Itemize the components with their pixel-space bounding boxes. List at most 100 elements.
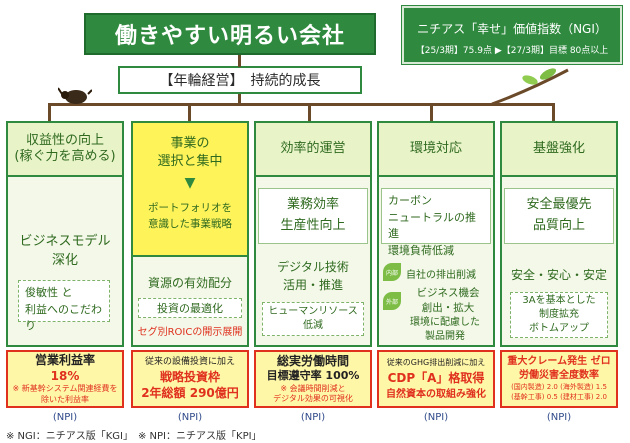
column-1-item: ビジネスモデル 深化	[14, 226, 116, 276]
column-3-header-line1: 効率的運営	[280, 140, 346, 156]
column-3-kpi-line3: ※ 会議時間削減と	[280, 383, 346, 393]
column-2-npi: (NPI)	[131, 410, 249, 424]
column-2-header-line2: 選択と集中	[157, 154, 223, 170]
branch-drop-1	[48, 103, 51, 121]
column-3-kpi-line2: 目標遵守率 100%	[266, 369, 360, 383]
column-3-kpi-line1: 総実労働時間	[276, 353, 349, 368]
branch-leaves-icon	[491, 68, 569, 106]
column-3-npi: (NPI)	[254, 410, 372, 424]
leaf-icon-external: 外部	[383, 292, 401, 310]
column-2-header-line1: 事業の	[170, 136, 210, 151]
column-5-npi-text: (NPI)	[546, 411, 572, 423]
column-2-lower-title: 資源の有効配分	[131, 272, 249, 292]
column-1-header: 収益性の向上 (稼ぐ力を高める)	[6, 121, 124, 177]
column-2-upper: 事業の 選択と集中 ▼ ポートフォリオを 意識した事業戦略	[131, 121, 249, 257]
column-1-npi: (NPI)	[6, 410, 124, 424]
column-2-npi-text: (NPI)	[177, 411, 203, 423]
column-3-dash-line2: 低減	[303, 320, 323, 331]
column-4-inner1: 自社の排出削減	[406, 266, 494, 281]
column-1-header-line2: (稼ぐ力を高める)	[14, 149, 116, 164]
column-2-kpi-line2: 戦略投資枠	[159, 369, 220, 384]
column-3-header: 効率的運営	[254, 121, 372, 177]
ring-management-text: 【年輪経営】 持続的成長	[159, 73, 321, 89]
leaf-icon-internal: 内部	[383, 263, 401, 281]
column-3-upper: 業務効率 生産性向上	[258, 188, 368, 244]
column-2-upper-line2: 意識した事業戦略	[148, 218, 232, 231]
column-2-dash-text: 投資の最適化	[157, 302, 223, 315]
branch-drop-4	[430, 103, 433, 121]
column-5-dash-line2: 制度拡充	[539, 309, 579, 320]
column-1-kpi-line4: 除いた利益率	[41, 394, 89, 404]
column-5-lower-text: 安全・安心・安定	[510, 267, 607, 282]
column-2-red-note: セグ別ROICの開示展開	[131, 322, 249, 338]
column-5-kpi-line3: (国内製造) 2.0 (海外製造) 1.5	[511, 383, 607, 392]
column-1-dash-line1: 俊敏性 と	[25, 286, 73, 299]
trunk-top	[238, 55, 241, 67]
column-1-kpi-line1: 営業利益率	[34, 353, 95, 368]
down-arrow-icon: ▼	[184, 175, 196, 192]
column-4-inner2: ビジネス機会 創出・拡大	[404, 286, 492, 316]
column-3-dash-line1: ヒューマンリソース	[268, 306, 358, 317]
column-5-dash-line3: ボトムアップ	[529, 323, 589, 334]
column-5-dash-box: 3Aを基本とした 制度拡充 ボトムアップ	[510, 292, 608, 338]
branch-horizontal	[48, 103, 553, 106]
column-5-dash-line1: 3Aを基本とした	[522, 295, 596, 306]
column-5-header: 基盤強化	[500, 121, 618, 177]
column-5-upper-line1: 安全最優先	[526, 197, 592, 213]
column-4-upper-line1: カーボン	[388, 194, 432, 207]
tag-internal: 内部	[385, 269, 398, 277]
column-3-npi-text: (NPI)	[300, 411, 326, 423]
column-4-kpi: 従来のGHG排出削減に加え CDP「A」格取得 自然資本の取組み強化	[377, 350, 495, 408]
column-5-lower: 安全・安心・安定	[504, 262, 614, 286]
tag-external: 外部	[385, 298, 398, 306]
column-4-kpi-line2: CDP「A」格取得	[387, 370, 485, 385]
column-5-kpi-line4: (基幹工事) 0.5 (建材工事) 2.0	[511, 393, 607, 401]
footer-note-text: ※ NGI：ニチアス版「KGI」 ※ NPI：ニチアス版「KPI」	[6, 431, 262, 442]
column-3-kpi: 総実労働時間 目標遵守率 100% ※ 会議時間削減と デジタル効果の可視化	[254, 350, 372, 408]
page-title: 働きやすい明るい会社	[84, 13, 376, 55]
column-5-kpi: 重大クレーム発生 ゼロ 労働災害全度数率 (国内製造) 2.0 (海外製造) 1…	[500, 350, 618, 408]
column-1-npi-text: (NPI)	[52, 411, 78, 423]
column-4-kpi-line1: 従来のGHG排出削減に加え	[386, 357, 486, 367]
column-4-upper-line3: 環境負荷低減	[388, 243, 454, 257]
column-4-inner3-line2: 製品開発	[425, 331, 465, 342]
beetle-icon	[58, 87, 92, 104]
column-3-lower: デジタル技術 活用・推進	[258, 256, 368, 296]
column-5-header-line1: 基盤強化	[532, 140, 585, 156]
column-5-kpi-line2: 労働災害全度数率	[519, 370, 599, 382]
column-3-upper-line2: 生産性向上	[280, 218, 346, 233]
footer-note: ※ NGI：ニチアス版「KGI」 ※ NPI：ニチアス版「KPI」	[6, 427, 406, 442]
column-4-inner3-line1: 環境に配慮した	[410, 317, 480, 328]
column-4-kpi-line3: 自然資本の取組み強化	[386, 388, 486, 400]
column-1-item-line2: 深化	[51, 253, 78, 268]
column-2-red-text: セグ別ROICの開示展開	[137, 326, 243, 338]
column-5-upper-line2: 品質向上	[532, 218, 585, 233]
column-3-lower-line2: 活用・推進	[282, 278, 343, 292]
column-4-inner2-line2: 創出・拡大	[421, 302, 475, 314]
column-2-dash-box: 投資の最適化	[138, 298, 242, 318]
column-3-lower-line1: デジタル技術	[277, 260, 349, 274]
branch-drop-2	[188, 103, 191, 121]
column-1-item-line1: ビジネスモデル	[19, 233, 111, 249]
page-title-text: 働きやすい明るい会社	[114, 24, 345, 49]
column-1-dash-line2: 利益へのこだわり	[25, 302, 102, 333]
column-1-kpi-line2: 18%	[50, 368, 80, 383]
column-5-kpi-line1: 重大クレーム発生 ゼロ	[507, 356, 611, 368]
column-2-kpi: 従来の設備投資に加え 戦略投資枠 2年総額 290億円	[131, 350, 249, 408]
column-2-kpi-line1: 従来の設備投資に加え	[144, 356, 235, 367]
column-2-upper-line1: ポートフォリオを	[148, 202, 232, 215]
column-4-inner1-text: 自社の排出削減	[406, 270, 476, 281]
column-3-upper-line1: 業務効率	[286, 197, 339, 213]
column-3-kpi-line4: デジタル効果の可視化	[273, 393, 353, 403]
column-1-dash-box: 俊敏性 と 利益へのこだわり	[18, 280, 110, 332]
ngi-box: ニチアス「幸せ」価値指数（NGI） 【25/3期】75.9点 ▶【27/3期】目…	[401, 5, 623, 65]
column-4-npi: (NPI)	[377, 410, 495, 424]
column-3-dash-box: ヒューマンリソース 低減	[262, 302, 364, 336]
column-4-inner3: 環境に配慮した 製品開発	[400, 316, 490, 344]
column-1-kpi-line3: ※ 新基幹システム関連経費を	[12, 384, 118, 394]
trunk-mid	[238, 94, 241, 104]
column-4-header: 環境対応	[377, 121, 495, 177]
column-4-header-line1: 環境対応	[409, 140, 462, 156]
column-4-npi-text: (NPI)	[423, 411, 449, 423]
ngi-sub: 【25/3期】75.9点 ▶【27/3期】目標 80点以上	[415, 46, 609, 56]
